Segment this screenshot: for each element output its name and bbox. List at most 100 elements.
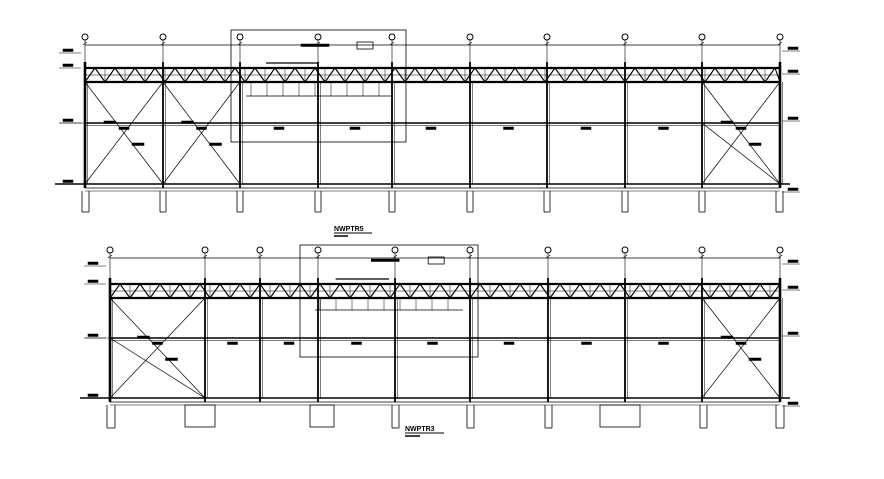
truss-web-member [284, 67, 296, 83]
level-marker [87, 261, 99, 265]
grid-bubble [106, 246, 114, 254]
truss-web-member [554, 67, 566, 83]
truss-web-member [149, 283, 161, 299]
truss-web-member [624, 67, 636, 83]
detail-tag [300, 43, 330, 47]
truss-web-member [164, 67, 176, 83]
beam-tag [283, 341, 295, 345]
dimension-tick [315, 254, 321, 259]
truss-web-member [759, 283, 771, 299]
truss-web-member [254, 67, 266, 83]
truss-web-member [629, 283, 641, 299]
truss-web-member [224, 67, 236, 83]
beam-tag [118, 126, 130, 130]
grid-bubble [314, 246, 322, 254]
bracing [701, 81, 781, 185]
beam-tag [581, 341, 592, 345]
dimension-tick [257, 254, 263, 259]
truss-web-member [644, 67, 656, 83]
level-marker [787, 259, 799, 263]
level-marker [787, 116, 799, 120]
level-marker [787, 285, 799, 289]
truss-web-member [569, 283, 581, 299]
truss-web-member [354, 67, 366, 83]
truss-web-member [424, 67, 436, 83]
truss-web-member [639, 283, 651, 299]
elevation-lower [80, 244, 800, 429]
level-marker [787, 187, 799, 191]
truss-web-member [764, 67, 776, 83]
beam-tag [351, 341, 362, 345]
elevation-upper [55, 29, 800, 213]
truss-web-member [169, 283, 181, 299]
grid-bubble [201, 246, 209, 254]
grid-bubble [388, 33, 396, 41]
truss-web-member [204, 67, 216, 83]
level-marker [62, 179, 74, 183]
truss-web-member [654, 67, 666, 83]
truss-web-member [604, 67, 616, 83]
truss-web-member [449, 283, 461, 299]
level-marker [787, 331, 799, 335]
beam-tag [349, 126, 361, 130]
grid-bubble [621, 246, 629, 254]
grid-bubble [391, 246, 399, 254]
grid-bubble [81, 33, 89, 41]
truss-web-member [419, 283, 431, 299]
beam-tag [227, 341, 238, 345]
truss-web-member [104, 67, 116, 83]
truss-web-member [474, 67, 486, 83]
truss-web-member [259, 283, 271, 299]
bracing [701, 122, 781, 185]
dimension-tick [107, 254, 113, 259]
truss-web-member [754, 67, 766, 83]
dimension-tick [777, 41, 783, 46]
truss-web-member [709, 283, 721, 299]
bracing-tag [103, 120, 117, 124]
truss-web-member [704, 67, 716, 83]
truss-web-member [94, 67, 106, 83]
truss-web-member [749, 283, 761, 299]
truss-web-member [84, 67, 96, 83]
truss-web-member [524, 67, 536, 83]
beam-tag [658, 341, 669, 345]
truss-web-member [769, 283, 781, 299]
truss-web-member [394, 67, 406, 83]
truss-web-member [734, 67, 746, 83]
truss-web-member [174, 67, 186, 83]
truss-web-member [559, 283, 571, 299]
truss-web-member [384, 67, 396, 83]
grid-bubble [466, 246, 474, 254]
truss-web-member [494, 67, 506, 83]
dimension-tick [777, 254, 783, 259]
truss-web-member [689, 283, 701, 299]
truss-web-member [289, 283, 301, 299]
truss-web-member [634, 67, 646, 83]
level-marker [87, 393, 99, 397]
truss-web-member [679, 283, 691, 299]
dimension-tick [622, 254, 628, 259]
truss-web-member [109, 283, 121, 299]
truss-web-member [649, 283, 661, 299]
beam-tag [735, 341, 747, 345]
truss-web-member [274, 67, 286, 83]
bracing [162, 81, 241, 185]
truss-web-member [214, 67, 226, 83]
level-marker [787, 401, 799, 405]
beam-tag [152, 341, 163, 345]
dimension-tick [82, 41, 88, 46]
truss-web-member [659, 283, 671, 299]
grid-bubble [544, 246, 552, 254]
truss-web-member [229, 283, 241, 299]
dimension-tick [545, 254, 551, 259]
truss-web-member [599, 283, 611, 299]
truss-web-member [119, 283, 131, 299]
truss-web-member [594, 67, 606, 83]
truss-web-member [519, 283, 531, 299]
truss-web-member [674, 67, 686, 83]
truss-web-member [179, 283, 191, 299]
truss-web-member [499, 283, 511, 299]
truss-web-member [439, 283, 451, 299]
bracing-tag [748, 142, 762, 146]
